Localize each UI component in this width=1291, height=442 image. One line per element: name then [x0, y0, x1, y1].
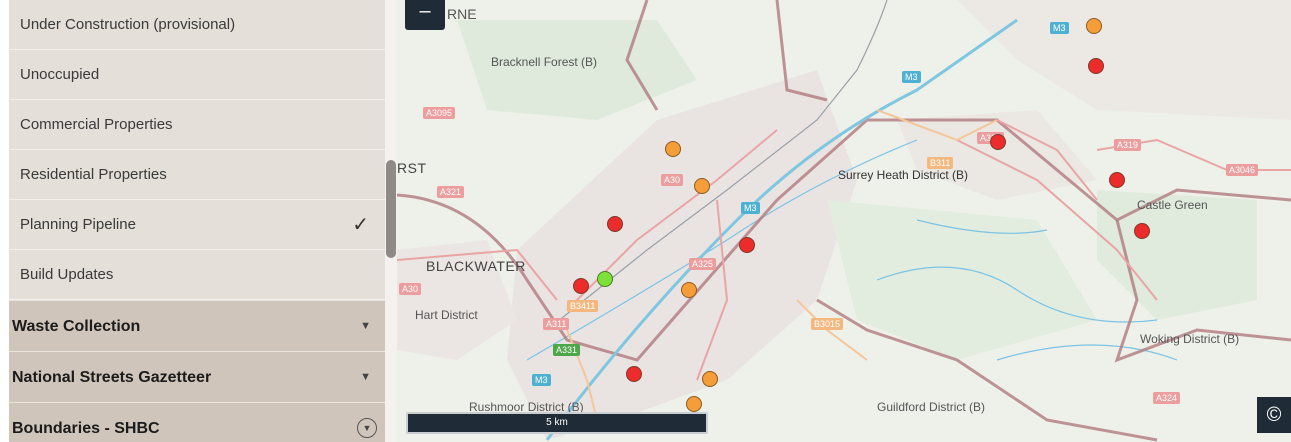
planning-marker[interactable] — [1134, 223, 1150, 239]
road-shield: A30 — [661, 174, 684, 186]
section-national-streets-gazetteer[interactable]: National Streets Gazetteer ▼ — [9, 352, 387, 403]
layer-item-residential-properties[interactable]: Residential Properties — [9, 150, 387, 200]
road-shield: A324 — [1153, 392, 1181, 404]
place-label: Surrey Heath District (B) — [838, 168, 969, 182]
road-shield: B3411 — [567, 300, 599, 312]
circle-chevron-down-icon: ▼ — [357, 418, 377, 438]
layer-panel: Under Construction (provisional) Unoccup… — [9, 0, 387, 442]
section-label: National Streets Gazetteer — [12, 369, 212, 386]
layer-label: Under Construction (provisional) — [20, 16, 236, 33]
copyright-icon[interactable]: © — [1257, 397, 1291, 433]
scale-bar: 5 km — [406, 412, 708, 434]
planning-marker[interactable] — [665, 141, 681, 157]
scale-label: 5 km — [546, 417, 568, 428]
road-shield: B311 — [927, 157, 954, 169]
place-label: RNE — [447, 6, 477, 22]
layer-item-planning-pipeline[interactable]: Planning Pipeline ✓ — [9, 200, 387, 250]
place-label: Woking District (B) — [1140, 332, 1240, 346]
place-label: BLACKWATER — [426, 258, 526, 274]
road-shield: A331 — [553, 344, 581, 356]
section-label: Boundaries - SHBC — [12, 420, 160, 437]
planning-marker[interactable] — [694, 178, 710, 194]
planning-marker[interactable] — [626, 366, 642, 382]
planning-marker[interactable] — [686, 396, 702, 412]
layer-item-build-updates[interactable]: Build Updates — [9, 250, 387, 300]
caret-down-icon: ▼ — [360, 371, 371, 383]
road-shield: M3 — [532, 374, 551, 386]
planning-marker[interactable] — [739, 237, 755, 253]
planning-marker[interactable] — [607, 216, 623, 232]
planning-marker[interactable] — [990, 134, 1006, 150]
road-shield: M3 — [902, 71, 921, 83]
road-shield: A321 — [437, 186, 465, 198]
road-shield: A3095 — [423, 107, 456, 119]
layer-item-unoccupied[interactable]: Unoccupied — [9, 50, 387, 100]
road-shield: A311 — [543, 318, 570, 330]
section-label: Waste Collection — [12, 318, 141, 335]
map-background — [397, 0, 1291, 442]
place-label: Bracknell Forest (B) — [491, 55, 598, 69]
layer-label: Planning Pipeline — [20, 216, 136, 233]
planning-marker[interactable] — [702, 371, 718, 387]
planning-marker[interactable] — [681, 282, 697, 298]
planning-marker[interactable] — [573, 278, 589, 294]
layer-label: Build Updates — [20, 266, 114, 283]
planning-marker[interactable] — [1086, 18, 1102, 34]
road-shield: M3 — [741, 202, 760, 214]
place-label: Rushmoor District (B) — [469, 400, 584, 414]
place-label: Hart District — [415, 308, 478, 322]
planning-marker[interactable] — [597, 271, 613, 287]
place-label: Castle Green — [1137, 198, 1208, 212]
layer-item-under-construction[interactable]: Under Construction (provisional) — [9, 0, 387, 50]
map-canvas[interactable]: RNE Bracknell Forest (B) RST Surrey Heat… — [397, 0, 1291, 442]
road-shield: M3 — [1050, 22, 1069, 34]
place-label: Guildford District (B) — [877, 400, 986, 414]
layer-item-commercial-properties[interactable]: Commercial Properties — [9, 100, 387, 150]
sidebar-scrollbar-thumb[interactable] — [386, 160, 396, 258]
road-shield: A3046 — [1226, 164, 1259, 176]
zoom-out-button[interactable]: – — [405, 0, 445, 30]
checkmark-icon: ✓ — [352, 214, 369, 236]
layer-label: Commercial Properties — [20, 116, 173, 133]
road-shield: A30 — [399, 283, 422, 295]
road-shield: B3015 — [811, 318, 844, 330]
caret-down-icon: ▼ — [360, 320, 371, 332]
road-shield: A325 — [689, 258, 717, 270]
section-boundaries-shbc[interactable]: Boundaries - SHBC ▼ — [9, 403, 387, 442]
planning-marker[interactable] — [1109, 172, 1125, 188]
place-label: RST — [397, 160, 427, 176]
section-waste-collection[interactable]: Waste Collection ▼ — [9, 301, 387, 352]
road-shield: A319 — [1114, 139, 1142, 151]
layer-label: Unoccupied — [20, 66, 100, 83]
layer-label: Residential Properties — [20, 166, 167, 183]
planning-marker[interactable] — [1088, 58, 1104, 74]
